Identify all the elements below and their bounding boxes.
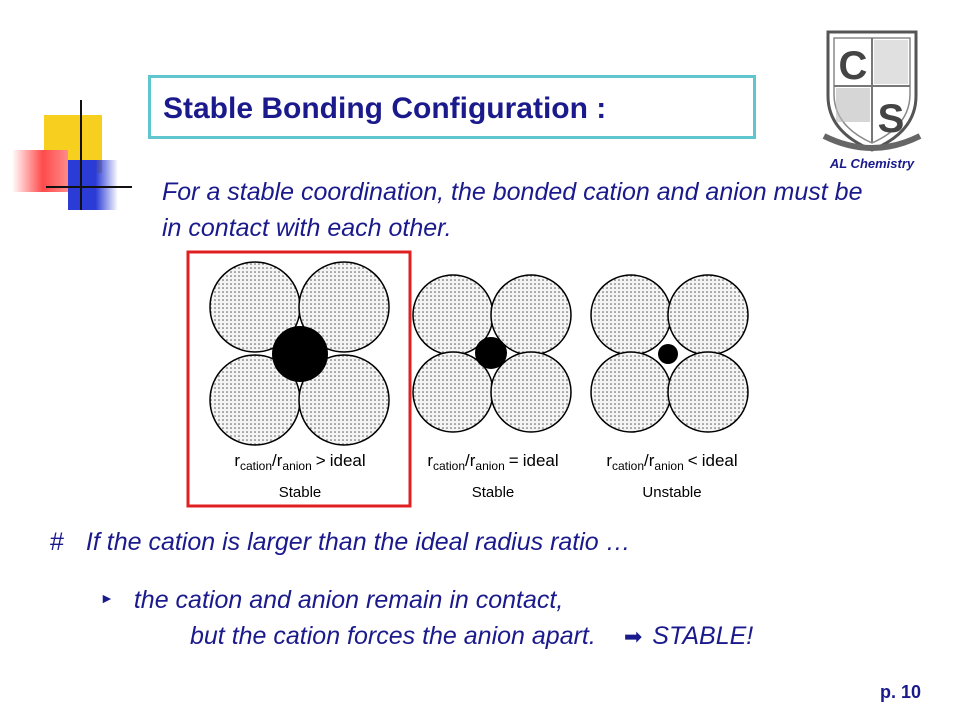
panel-1-diagram: [209, 261, 390, 446]
deco-red-square: [12, 150, 68, 192]
anion-circle: [667, 351, 749, 433]
panel-2-diagram: [412, 274, 572, 433]
radius-ratio-figure: rcation/ranion>ideal Stable rcation/rani…: [186, 250, 749, 508]
panel-3-ratio-label: rcation/ranion<ideal: [606, 451, 737, 473]
anion-circle: [590, 274, 672, 356]
anion-circle: [490, 351, 572, 433]
intro-text: For a stable coordination, the bonded ca…: [162, 178, 863, 242]
hash-mark: #: [50, 528, 64, 556]
bullet-text: the cation and anion remain in contact,: [133, 586, 564, 614]
panel-3-status: Unstable: [642, 484, 701, 501]
title-box: Stable Bonding Configuration :: [148, 75, 756, 139]
cation-circle: [658, 344, 678, 364]
panel-1-status: Stable: [279, 484, 322, 501]
anion-circle: [590, 351, 672, 433]
hash-point: # If the cation is larger than the ideal …: [50, 528, 631, 557]
continuation-text: but the cation forces the anion apart.: [190, 622, 596, 650]
logo-letter-s: S: [878, 97, 905, 141]
page-number: p. 10: [880, 682, 922, 702]
right-arrow-icon: ➡: [623, 624, 643, 649]
triangle-bullet-icon: ►: [100, 590, 114, 606]
school-crest-logo: C S: [822, 30, 922, 152]
deco-horizontal-line: [46, 186, 132, 188]
deco-vertical-line: [80, 100, 82, 210]
panel-3-diagram: [590, 274, 749, 433]
logo-caption: AL Chemistry: [829, 156, 915, 171]
anion-circle: [298, 354, 390, 446]
highlight-box: [186, 250, 412, 508]
deco-blue-square: [68, 160, 118, 210]
bullet-continuation: but the cation forces the anion apart. ➡ S…: [190, 622, 753, 651]
panel-2-ratio-label: rcation/ranion=ideal: [427, 451, 558, 473]
cation-circle: [475, 337, 507, 369]
panel-2-status: Stable: [472, 484, 515, 501]
bullet-point: ► the cation and anion remain in contact,: [100, 586, 563, 615]
conclusion-text: STABLE!: [652, 622, 754, 650]
anion-circle: [667, 274, 749, 356]
panel-1-ratio-label: rcation/ranion>ideal: [234, 451, 365, 473]
logo-letter-c: C: [839, 44, 868, 88]
hash-text: If the cation is larger than the ideal r…: [85, 528, 631, 556]
slide-title: Stable Bonding Configuration :: [163, 92, 607, 125]
cation-circle: [272, 326, 328, 382]
anion-circle: [298, 261, 390, 353]
